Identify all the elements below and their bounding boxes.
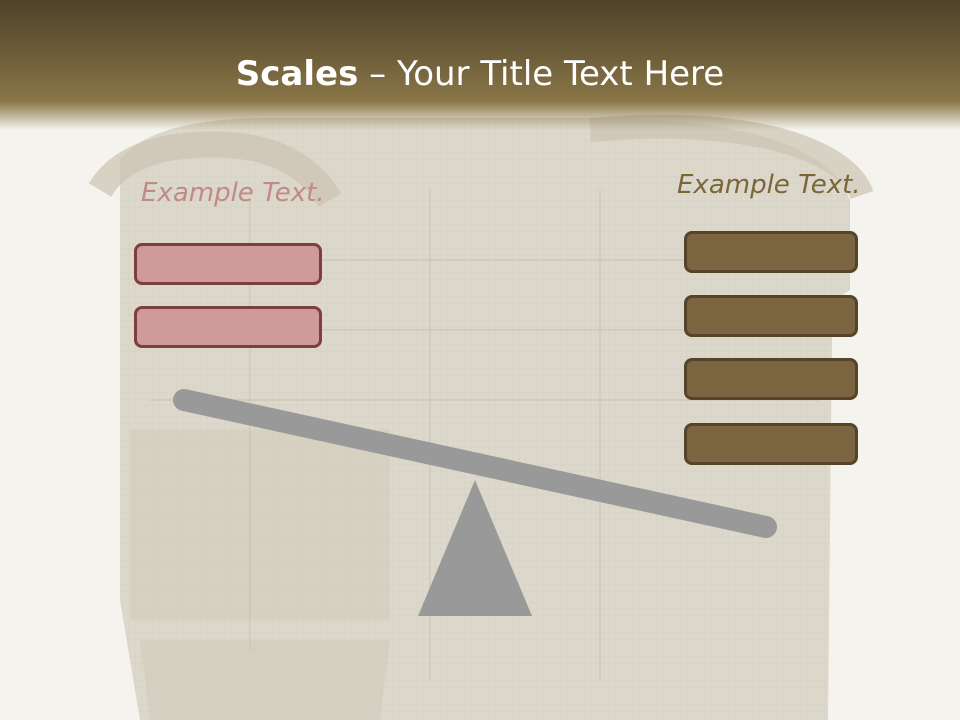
right-text-box-1[interactable]	[684, 231, 858, 273]
right-text-box-2[interactable]	[684, 295, 858, 337]
right-example-label: Example Text.	[677, 170, 861, 200]
left-text-box-1[interactable]	[134, 243, 322, 285]
title-separator: –	[358, 54, 397, 94]
right-text-box-4[interactable]	[684, 423, 858, 465]
scale-beam	[173, 389, 777, 538]
title-rest-text: Your Title Text Here	[396, 54, 725, 94]
right-text-box-3[interactable]	[684, 358, 858, 400]
left-example-label: Example Text.	[141, 178, 325, 208]
title-bar	[0, 0, 960, 130]
slide-title: Scales – Your Title Text Here	[0, 52, 960, 96]
scale-fulcrum	[418, 480, 532, 616]
title-bold-text: Scales	[235, 54, 359, 94]
left-text-box-2[interactable]	[134, 306, 322, 348]
